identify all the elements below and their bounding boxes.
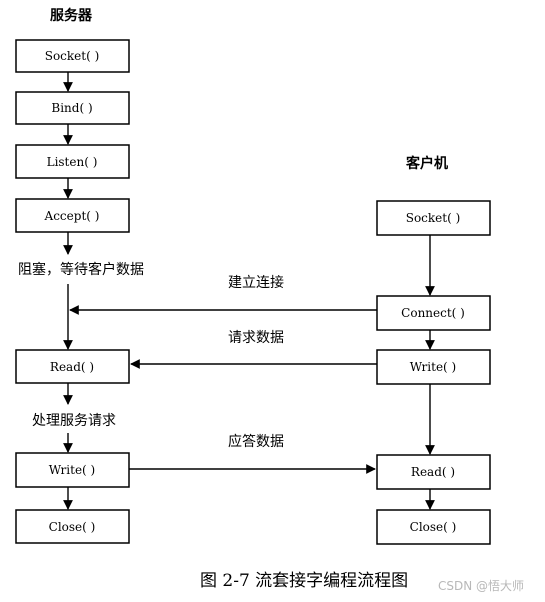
server-bind-box [15,91,130,125]
process-note: 处理服务请求 [32,413,116,429]
client-read-box [376,454,491,490]
client-close-label: Close( ) [410,520,457,534]
server-socket-box [15,39,130,73]
blocking-note: 阻塞，等待客户数据 [18,261,144,278]
server-socket-label: Socket( ) [45,49,100,63]
client-title: 客户机 [405,155,448,172]
server-listen-box [15,144,130,179]
client-socket-label: Socket( ) [406,211,461,225]
server-close-label: Close( ) [49,520,96,534]
client-connect-label: Connect( ) [401,306,465,320]
server-read-label: Read( ) [50,360,94,374]
client-connect-box [376,295,491,331]
client-read-label: Read( ) [411,465,455,479]
client-write-box [376,349,491,385]
server-listen-label: Listen( ) [47,155,98,169]
server-title: 服务器 [50,7,93,24]
client-socket-box [376,200,491,236]
request-data-label: 请求数据 [228,330,284,346]
server-read-box [15,349,130,384]
establish-connection-label: 建立连接 [228,274,284,291]
server-accept-box [15,198,130,233]
server-close-box [15,509,130,544]
server-accept-label: Accept( ) [44,209,100,223]
client-write-label: Write( ) [410,360,456,374]
response-data-label: 应答数据 [228,433,284,450]
server-write-box [15,452,130,488]
server-bind-label: Bind( ) [51,101,92,115]
client-close-box [376,509,491,545]
watermark: CSDN @悟大师 [438,578,524,593]
server-write-label: Write( ) [49,463,95,477]
figure-caption: 图 2-7 流套接字编程流程图 [200,571,408,591]
